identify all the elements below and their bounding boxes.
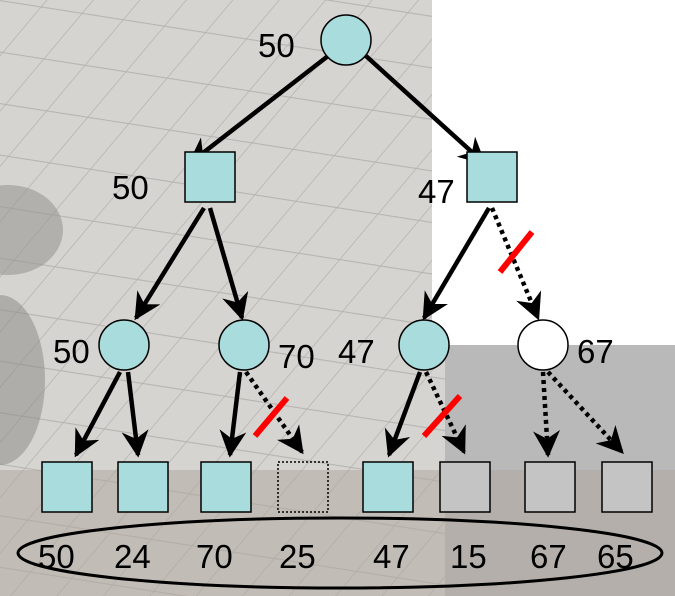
max-node-2	[218, 319, 270, 371]
edge-l2c-to-leaf6-pruned	[423, 371, 467, 455]
cut-mark-right-branch	[497, 230, 535, 274]
chess-piece-silhouette-lower	[0, 295, 45, 465]
cut-mark-leaf4	[252, 396, 290, 438]
edge-l2d-to-leaf7-pruned	[533, 371, 561, 458]
min-node-right-value: 47	[418, 173, 455, 210]
root-value: 50	[258, 27, 295, 64]
leaf-1-value: 50	[38, 538, 75, 575]
chess-piece-silhouette	[0, 185, 63, 275]
max-node-4-value: 67	[577, 333, 614, 370]
edge-root-to-right	[364, 54, 487, 165]
edge-l2a-to-leaf1	[74, 370, 122, 458]
min-node-left-value: 50	[112, 169, 149, 206]
max-node-3-value: 47	[338, 333, 375, 370]
max-node-4-pruned	[517, 319, 569, 371]
max-node-1	[98, 319, 150, 371]
max-node-1-value: 50	[53, 333, 90, 370]
min-node-right	[466, 151, 518, 203]
leaf-1	[41, 461, 93, 513]
edge-root-to-left	[187, 54, 330, 165]
leaf-3-value: 70	[196, 538, 233, 575]
leaf-7-value: 67	[530, 538, 567, 575]
edge-l2c-to-leaf5	[384, 371, 423, 458]
max-node-2-value: 70	[278, 338, 315, 375]
leaf-5	[362, 461, 414, 513]
edge-l1b-to-l2d-pruned	[489, 207, 542, 321]
edge-l2b-to-leaf3	[219, 371, 247, 458]
max-node-3	[398, 319, 450, 371]
edge-l1a-to-l2b	[207, 207, 249, 321]
leaf-4-pruned	[277, 461, 329, 513]
leaf-6-pruned	[439, 461, 491, 513]
root-node	[320, 14, 372, 66]
edge-l2d-to-leaf8-pruned	[546, 370, 624, 454]
leaf-5-value: 47	[373, 538, 410, 575]
leaf-8-pruned	[601, 461, 653, 513]
min-node-left	[184, 151, 236, 203]
leaf-2-value: 24	[114, 538, 151, 575]
leaf-7-pruned	[524, 461, 576, 513]
leaf-4-value: 25	[279, 538, 316, 575]
edge-l2a-to-leaf2	[121, 371, 149, 458]
edge-l1b-to-l2c	[422, 206, 491, 321]
leaf-values-ellipse	[16, 516, 664, 590]
leaf-6-value: 15	[450, 538, 487, 575]
leaf-2	[117, 461, 169, 513]
edge-l1a-to-l2a	[134, 206, 206, 321]
leaf-8-value: 65	[597, 538, 634, 575]
cut-mark-leaf6	[421, 393, 463, 439]
leaf-3	[200, 461, 252, 513]
